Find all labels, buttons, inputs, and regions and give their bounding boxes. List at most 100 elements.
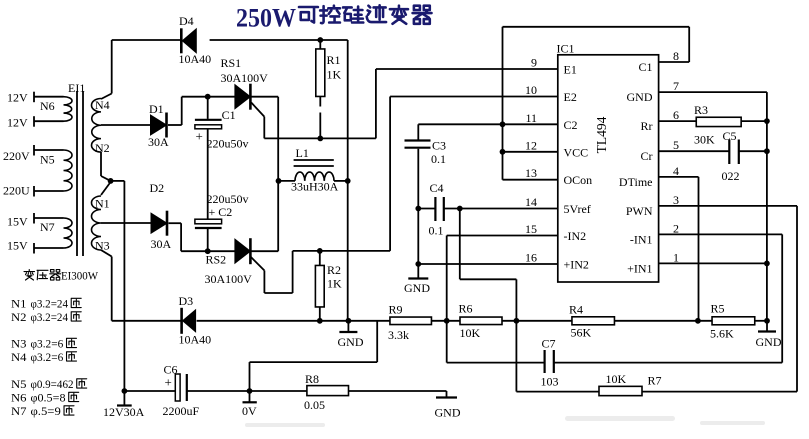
svg-text:GND: GND: [435, 406, 461, 420]
svg-text:IC1: IC1: [557, 42, 575, 56]
svg-text:220u50v: 220u50v: [207, 137, 249, 151]
svg-text:D1: D1: [149, 102, 164, 116]
svg-text:N2: N2: [95, 141, 110, 155]
svg-text:N1: N1: [11, 297, 27, 311]
svg-text:φ3.2=6: φ3.2=6: [31, 337, 64, 351]
svg-text:+: +: [196, 129, 203, 144]
svg-text:GND: GND: [404, 281, 430, 295]
svg-text:1: 1: [673, 250, 679, 264]
svg-text:11: 11: [525, 111, 537, 125]
svg-text:1K: 1K: [327, 68, 342, 82]
svg-text:10A40: 10A40: [179, 333, 212, 347]
svg-text:10K: 10K: [606, 372, 627, 386]
svg-text:-IN2: -IN2: [564, 229, 587, 243]
svg-text:PWN: PWN: [626, 204, 653, 218]
svg-text:2200uF: 2200uF: [163, 404, 200, 418]
svg-text:N6: N6: [40, 99, 55, 113]
svg-text:022: 022: [722, 169, 740, 183]
svg-text:+ C2: + C2: [209, 205, 233, 219]
svg-text:R4: R4: [569, 303, 583, 317]
svg-text:OCon: OCon: [564, 173, 593, 187]
svg-text:R8: R8: [305, 372, 319, 386]
svg-text:D3: D3: [179, 294, 194, 308]
svg-text:R9: R9: [389, 303, 403, 317]
svg-text:φ.5=9: φ.5=9: [31, 404, 61, 418]
svg-text:0.1: 0.1: [429, 224, 444, 238]
svg-text:φ0.9=462: φ0.9=462: [31, 377, 74, 391]
svg-text:220U: 220U: [3, 184, 30, 198]
svg-text:N1: N1: [95, 197, 110, 211]
svg-text:5Vref: 5Vref: [564, 202, 591, 216]
svg-text:C2: C2: [564, 118, 578, 132]
svg-text:C5: C5: [723, 129, 737, 143]
svg-text:GND: GND: [338, 335, 364, 349]
svg-text:TL494: TL494: [594, 116, 609, 153]
svg-text:33uH30A: 33uH30A: [291, 180, 339, 194]
svg-text:3.3k: 3.3k: [388, 328, 409, 342]
svg-text:8: 8: [673, 49, 679, 63]
svg-text:C4: C4: [430, 181, 444, 195]
svg-text:N7: N7: [11, 404, 27, 418]
svg-text:30A100V: 30A100V: [205, 272, 253, 286]
svg-text:3: 3: [673, 193, 679, 207]
svg-text:EI300W: EI300W: [61, 269, 99, 283]
svg-text:0V: 0V: [242, 404, 257, 418]
svg-text:220u50v: 220u50v: [207, 192, 249, 206]
svg-text:RS1: RS1: [221, 56, 242, 70]
svg-text:12: 12: [525, 138, 537, 152]
svg-text:N6: N6: [11, 391, 27, 405]
svg-text:E2: E2: [564, 90, 577, 104]
svg-text:R7: R7: [648, 374, 662, 388]
svg-text:15: 15: [525, 222, 537, 236]
svg-text:15V: 15V: [7, 239, 28, 253]
svg-text:30A: 30A: [151, 237, 172, 251]
svg-text:RS2: RS2: [206, 253, 227, 267]
svg-text:R6: R6: [459, 302, 473, 316]
svg-text:C3: C3: [432, 139, 446, 153]
svg-text:15V: 15V: [7, 215, 28, 229]
svg-text:12V: 12V: [7, 116, 28, 130]
svg-text:E1: E1: [564, 63, 577, 77]
svg-text:103: 103: [541, 375, 559, 389]
svg-text:φ3.2=24: φ3.2=24: [31, 310, 69, 324]
svg-text:N2: N2: [11, 310, 27, 324]
svg-text:12V30A: 12V30A: [103, 405, 145, 419]
svg-text:0.05: 0.05: [304, 398, 325, 412]
svg-text:R3: R3: [694, 103, 708, 117]
svg-text:D2: D2: [150, 181, 165, 195]
svg-text:DTime: DTime: [619, 175, 653, 189]
svg-text:13: 13: [525, 166, 537, 180]
svg-text:0.1: 0.1: [431, 152, 446, 166]
svg-text:N5: N5: [40, 153, 55, 167]
svg-text:30A100V: 30A100V: [221, 71, 269, 85]
svg-text:D4: D4: [179, 14, 194, 28]
svg-text:EI1: EI1: [68, 81, 85, 95]
svg-text:4: 4: [673, 164, 679, 178]
svg-text:12V: 12V: [7, 91, 28, 105]
svg-text:10A40: 10A40: [179, 52, 212, 66]
svg-text:C1: C1: [638, 60, 652, 74]
svg-text:-IN1: -IN1: [630, 232, 653, 246]
svg-text:30K: 30K: [694, 133, 715, 147]
svg-text:2: 2: [673, 221, 679, 235]
svg-text:N5: N5: [11, 377, 27, 391]
svg-text:N7: N7: [40, 220, 55, 234]
svg-text:N3: N3: [95, 239, 110, 253]
svg-text:10K: 10K: [460, 326, 481, 340]
svg-text:φ3.2=6: φ3.2=6: [31, 350, 64, 364]
svg-text:L1: L1: [296, 146, 309, 160]
svg-text:Cr: Cr: [641, 149, 653, 163]
svg-text:5.6K: 5.6K: [710, 327, 734, 341]
svg-text:N4: N4: [11, 350, 27, 364]
svg-text:R1: R1: [327, 53, 341, 67]
svg-text:6: 6: [673, 108, 679, 122]
svg-text:VCC: VCC: [564, 145, 589, 159]
svg-text:5: 5: [673, 138, 679, 152]
svg-text:+IN1: +IN1: [627, 261, 652, 275]
svg-text:Rr: Rr: [641, 119, 653, 133]
svg-text:+: +: [165, 375, 172, 390]
svg-text:GND: GND: [756, 335, 782, 349]
svg-text:9: 9: [531, 56, 537, 70]
svg-text:56K: 56K: [571, 326, 592, 340]
svg-text:φ0.5=8: φ0.5=8: [31, 391, 66, 405]
